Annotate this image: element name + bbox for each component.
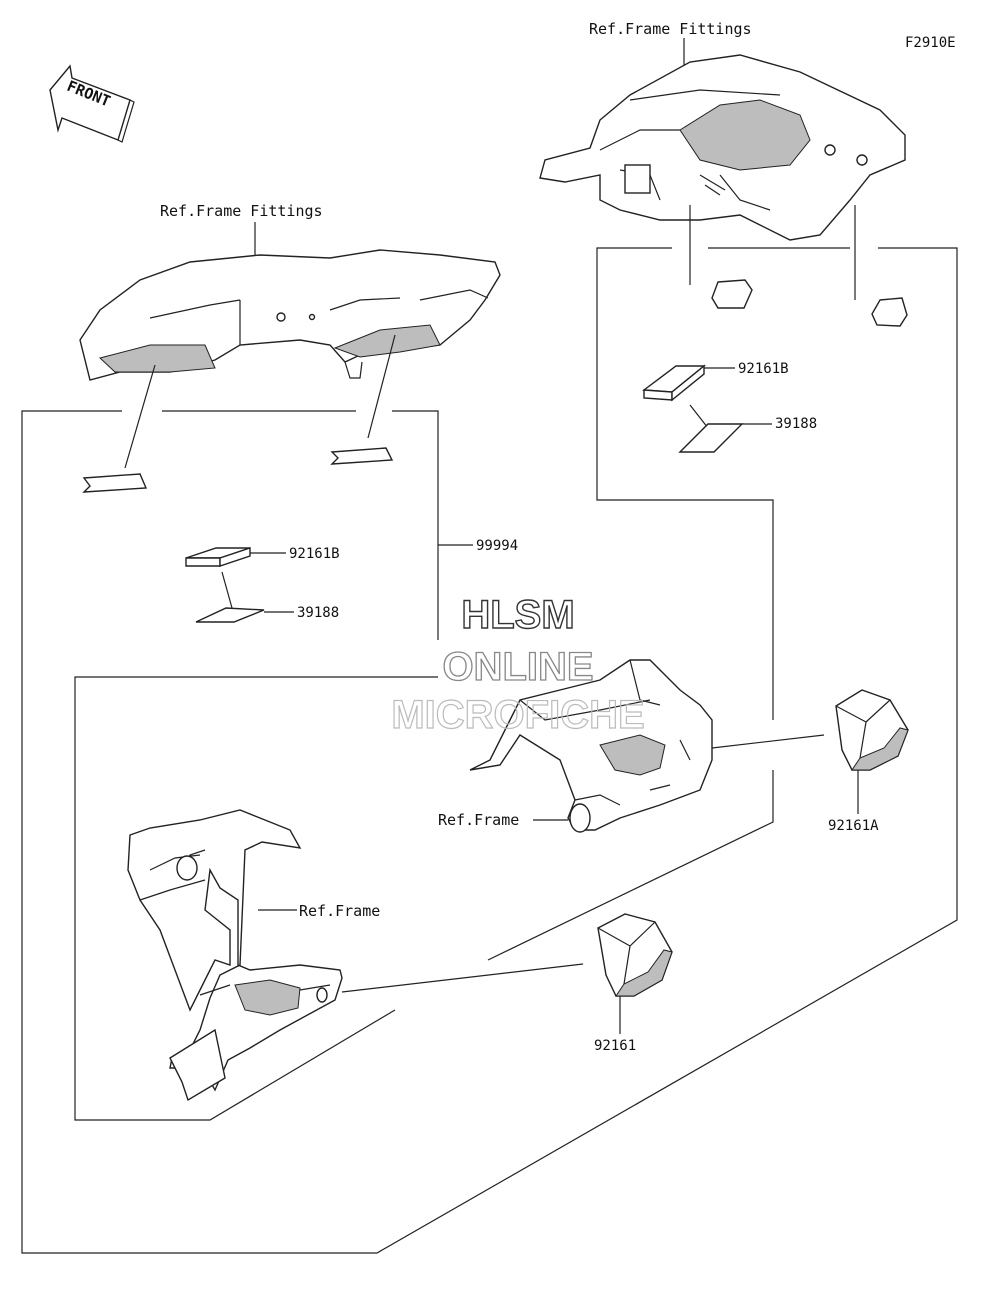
- pad-right-b: [871, 297, 908, 327]
- part-92161: [597, 913, 673, 997]
- part-label-92161A: 92161A: [828, 818, 879, 834]
- watermark-line3: MICROFICHE: [391, 693, 644, 737]
- part-label-92161B-left: 92161B: [289, 546, 340, 562]
- label-ref-frame-right: Ref.Frame: [438, 811, 519, 829]
- front-arrow-icon: FRONT: [49, 64, 135, 143]
- frame-section-left: [127, 809, 343, 1102]
- part-92161A: [835, 689, 909, 771]
- part-39188-right: [678, 423, 744, 453]
- part-39188-left: [195, 607, 265, 623]
- diagram-code: F2910E: [905, 35, 956, 51]
- part-92161B-right: [642, 364, 706, 402]
- part-92161B-left: [185, 547, 251, 567]
- rear-frame-fitting-left: [79, 249, 501, 381]
- pad-right-a: [711, 279, 753, 309]
- rear-frame-fitting-right: [539, 54, 906, 241]
- pad-left-b: [330, 447, 394, 465]
- watermark-line1: HLSM: [461, 593, 574, 637]
- label-ref-frame-fittings-left: Ref.Frame Fittings: [160, 202, 323, 220]
- part-label-92161: 92161: [594, 1038, 636, 1054]
- watermark: HLSM ONLINE MICROFICHE: [391, 592, 646, 737]
- part-label-39188-right: 39188: [775, 416, 817, 432]
- part-label-99994: 99994: [476, 538, 518, 554]
- label-ref-frame-fittings-top: Ref.Frame Fittings: [589, 20, 752, 38]
- part-label-39188-left: 39188: [297, 605, 339, 621]
- pad-left-a: [82, 473, 148, 493]
- part-label-92161B-right: 92161B: [738, 361, 789, 377]
- label-ref-frame-left: Ref.Frame: [299, 902, 380, 920]
- frame-section-right: [469, 659, 713, 833]
- watermark-line2: ONLINE: [442, 645, 593, 689]
